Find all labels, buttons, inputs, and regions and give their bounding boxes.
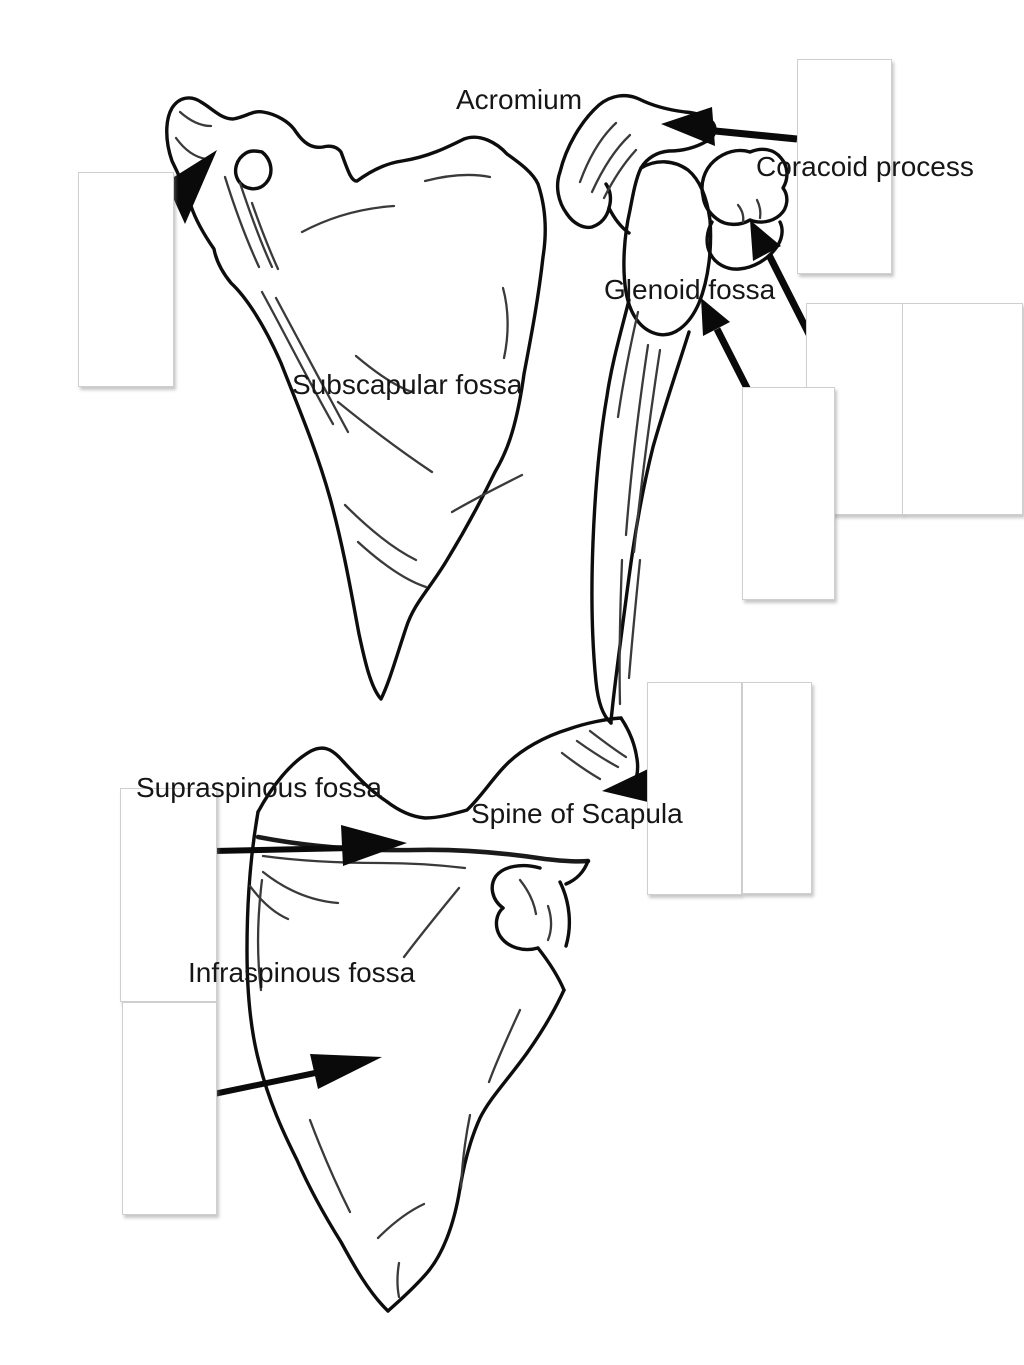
answer-box-upper-left[interactable] xyxy=(78,172,174,387)
label-coracoid-process: Coracoid process xyxy=(756,151,974,182)
answer-box-middle-2[interactable] xyxy=(742,682,812,894)
arrow-to-supraspinous-fossa xyxy=(213,825,407,866)
answer-box-right-2[interactable] xyxy=(902,303,1023,515)
arrow-to-coracoid-process xyxy=(750,220,816,342)
arrow-to-glenoid-fossa xyxy=(701,298,752,392)
label-supraspinous-fossa: Supraspinous fossa xyxy=(136,772,382,803)
scapula-lateral-view-drawing xyxy=(555,93,789,725)
label-acromium: Acromium xyxy=(456,84,583,115)
answer-box-middle-1[interactable] xyxy=(647,682,742,895)
answer-box-lower-left-2[interactable] xyxy=(122,1002,217,1215)
arrow-to-acromion xyxy=(661,107,798,146)
arrow-to-spine-of-scapula xyxy=(602,769,648,802)
label-subscapular-fossa: Subscapular fossa xyxy=(292,369,523,400)
answer-box-right-3[interactable] xyxy=(742,387,835,600)
label-infraspinous-fossa: Infraspinous fossa xyxy=(188,957,416,988)
scapula-anterior-view-drawing xyxy=(165,96,547,701)
arrowhead-to-subscapular-region xyxy=(166,150,217,224)
answer-box-lower-left-1[interactable] xyxy=(120,788,217,1002)
answer-box-coracoid[interactable] xyxy=(797,59,892,274)
arrow-to-infraspinous-fossa xyxy=(208,1054,382,1098)
label-spine-of-scapula: Spine of Scapula xyxy=(471,798,683,829)
label-glenoid-fossa: Glenoid fossa xyxy=(604,274,776,305)
pointer-arrows xyxy=(166,107,816,1098)
